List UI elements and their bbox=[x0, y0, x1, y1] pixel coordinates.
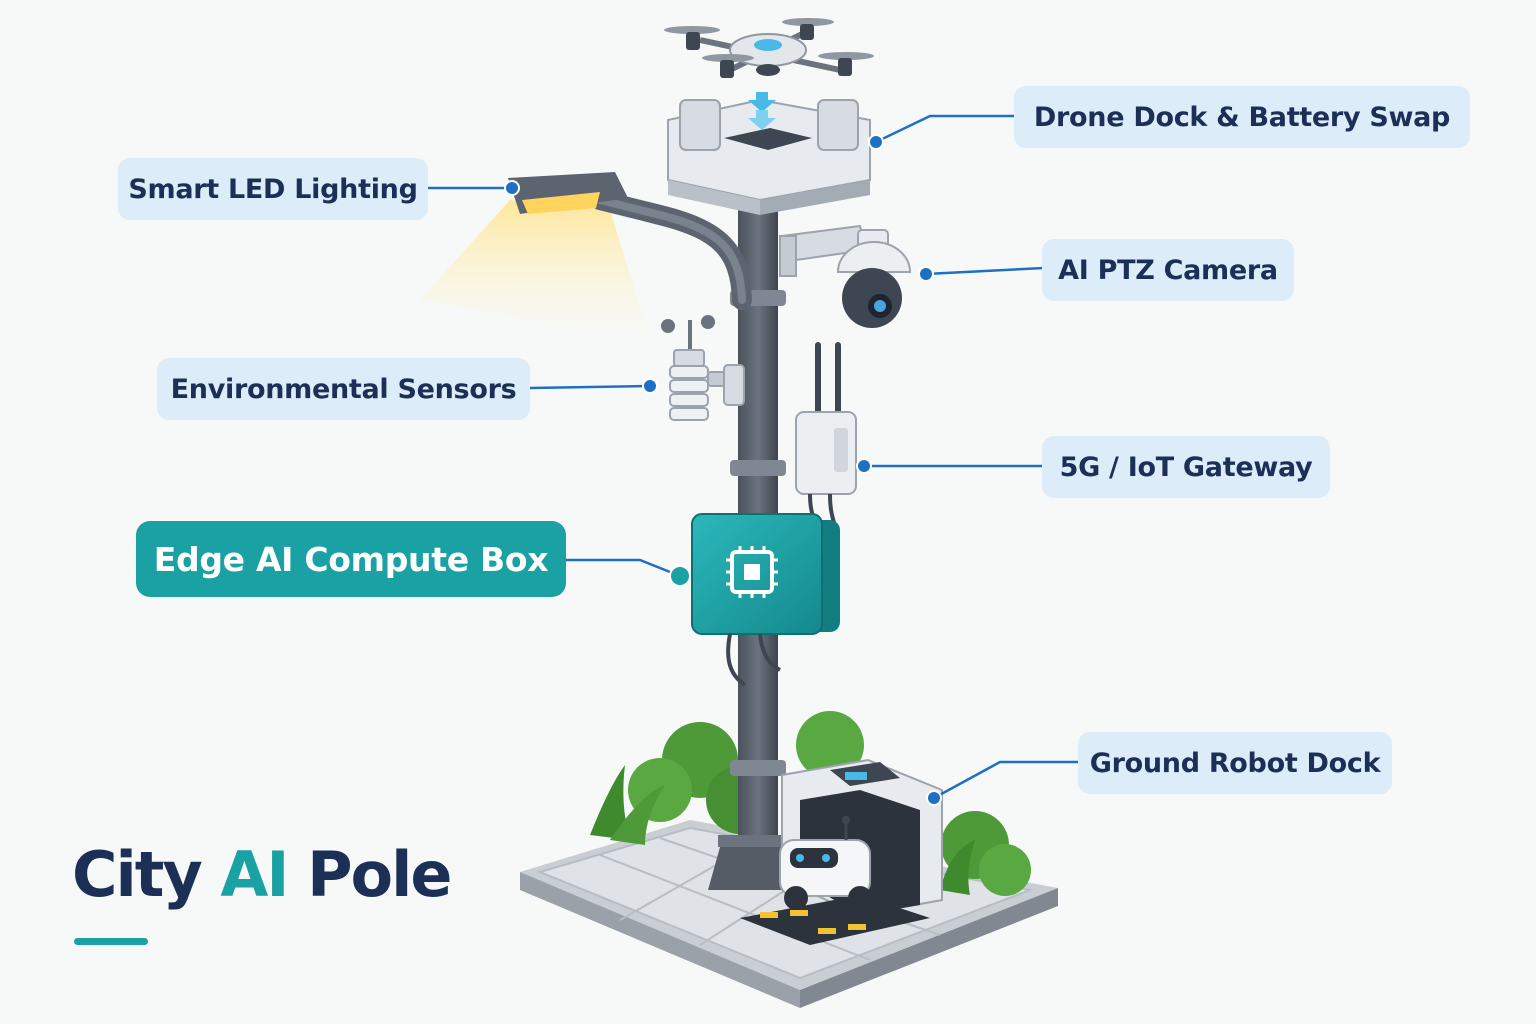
iot-gateway bbox=[795, 342, 857, 531]
ground-robot-dock bbox=[740, 758, 943, 945]
title-ai: AI bbox=[220, 838, 289, 911]
callout-environmental-sensors: Environmental Sensors bbox=[157, 358, 530, 420]
led-light-beam bbox=[420, 200, 650, 340]
callout-edge-ai-compute-box: Edge AI Compute Box bbox=[136, 521, 566, 597]
diagram-title: City AI Pole bbox=[72, 838, 452, 911]
callout-ground-robot-dock: Ground Robot Dock bbox=[1078, 732, 1392, 794]
title-underline bbox=[74, 938, 148, 945]
callout-ptz-camera: AI PTZ Camera bbox=[1042, 239, 1294, 301]
leader-lines bbox=[428, 114, 1080, 800]
environmental-sensor-unit bbox=[661, 315, 745, 421]
lamp-arm bbox=[508, 172, 752, 310]
drone bbox=[664, 18, 874, 78]
ptz-camera bbox=[779, 224, 912, 328]
callout-drone-dock: Drone Dock & Battery Swap bbox=[1014, 86, 1470, 148]
title-city: City bbox=[72, 838, 203, 911]
edge-ai-compute-box bbox=[691, 513, 840, 687]
title-pole: Pole bbox=[307, 838, 452, 911]
callout-iot-gateway: 5G / IoT Gateway bbox=[1042, 436, 1330, 498]
leader-dots bbox=[504, 134, 942, 806]
callout-smart-led: Smart LED Lighting bbox=[118, 158, 428, 220]
drone-dock-housing bbox=[667, 92, 871, 215]
